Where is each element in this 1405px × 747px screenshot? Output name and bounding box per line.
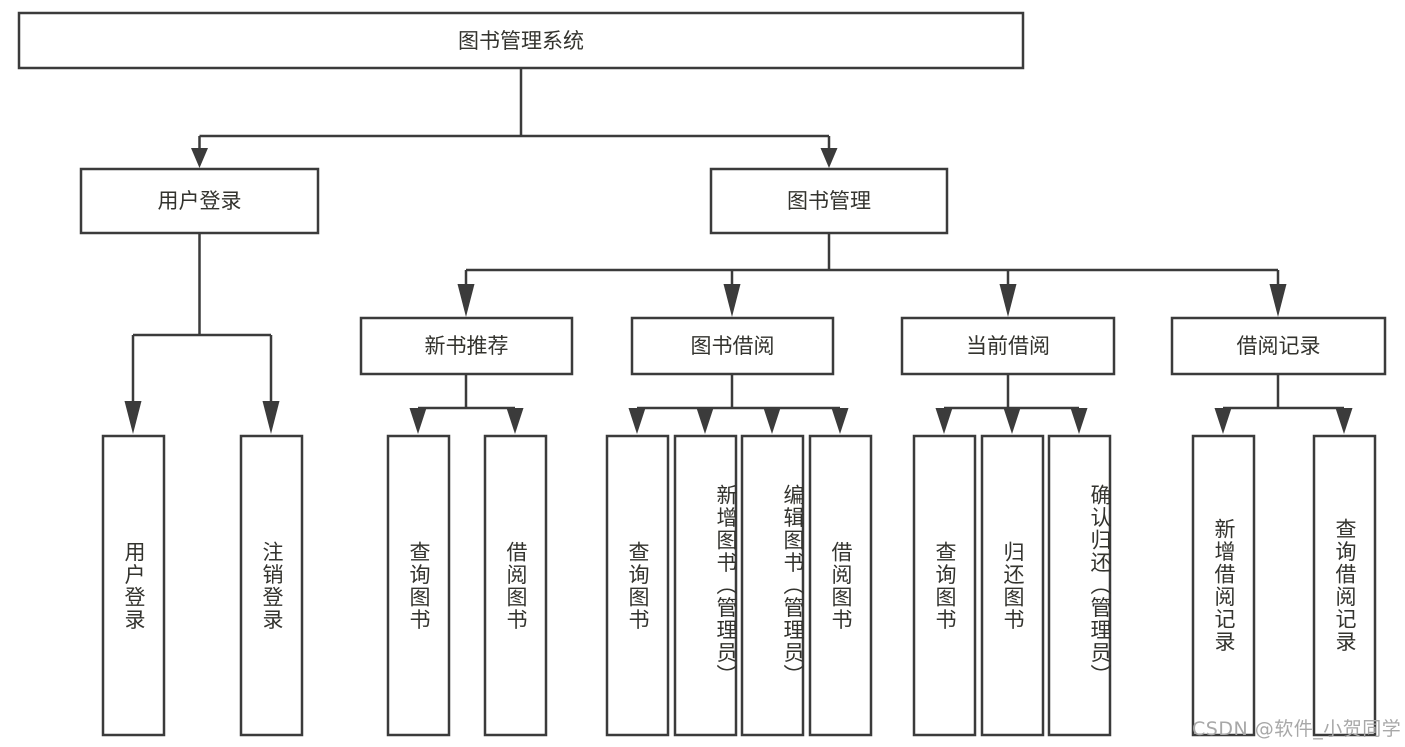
leaf-box-borrow-book[interactable] — [808, 434, 873, 737]
leaf-box-borrow-book-rec[interactable] — [483, 434, 548, 737]
connector-bookborrow-to-leaves — [628, 374, 849, 434]
node-book-manage-label: 图书管理 — [787, 189, 871, 213]
leaf-box-query-book-borrow[interactable] — [605, 434, 670, 737]
node-current-borrow-label: 当前借阅 — [966, 334, 1050, 358]
node-current-borrow[interactable]: 当前借阅 — [900, 316, 1116, 376]
leaf-box-query-book-rec[interactable] — [386, 434, 451, 737]
connector-root-to-level2 — [191, 68, 838, 168]
leaf-box-edit-book[interactable] — [740, 434, 805, 737]
node-root[interactable]: 图书管理系统 — [17, 11, 1025, 70]
leaf-box-query-record[interactable] — [1312, 434, 1377, 737]
connector-bookmanage-to-level3 — [457, 233, 1287, 317]
leaf-box-add-book[interactable] — [673, 434, 738, 737]
connector-newbook-to-leaves — [409, 374, 524, 434]
node-borrow-record[interactable]: 借阅记录 — [1170, 316, 1387, 376]
connector-borrowrecord-to-leaves — [1214, 374, 1353, 434]
leaf-box-logout[interactable] — [239, 434, 304, 737]
leaf-boxes — [101, 434, 1377, 737]
leaf-box-confirm-return[interactable] — [1047, 434, 1112, 737]
leaf-box-user-login[interactable] — [101, 434, 166, 737]
node-root-label: 图书管理系统 — [458, 29, 584, 53]
leaf-box-query-book-cur[interactable] — [912, 434, 977, 737]
node-book-borrow-label: 图书借阅 — [691, 334, 775, 358]
node-book-borrow[interactable]: 图书借阅 — [630, 316, 835, 376]
node-new-book-rec-label: 新书推荐 — [425, 334, 509, 358]
node-borrow-record-label: 借阅记录 — [1237, 334, 1321, 358]
node-book-manage[interactable]: 图书管理 — [709, 167, 949, 235]
leaf-box-add-record[interactable] — [1191, 434, 1256, 737]
node-new-book-rec[interactable]: 新书推荐 — [359, 316, 574, 376]
leaf-box-return-book[interactable] — [980, 434, 1045, 737]
csdn-watermark: CSDN @软件_小贺同学 — [1192, 718, 1402, 740]
node-user-login-label: 用户登录 — [158, 189, 242, 213]
connector-currentborrow-to-leaves — [935, 374, 1088, 434]
connector-userlogin-to-leaves — [124, 233, 280, 434]
node-user-login[interactable]: 用户登录 — [79, 167, 320, 235]
